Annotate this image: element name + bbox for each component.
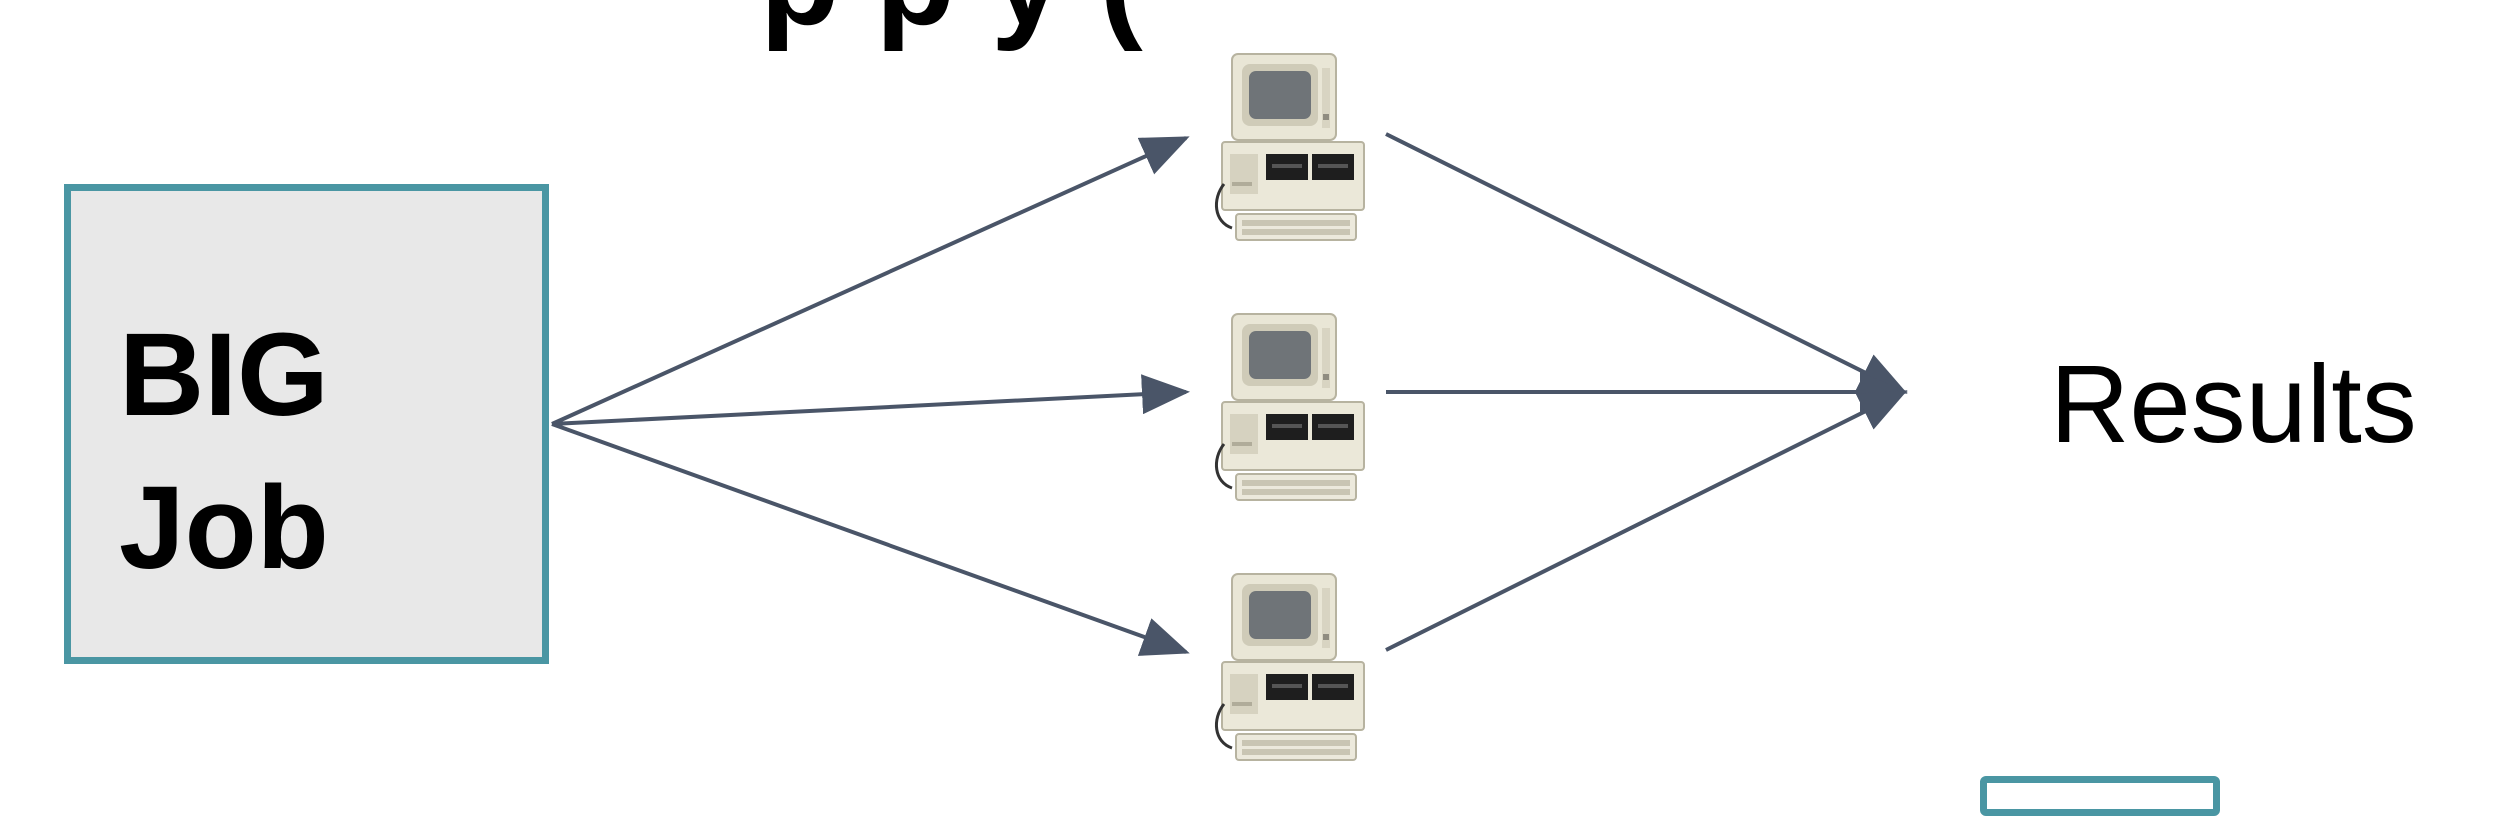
arrow-job-to-computer-1 xyxy=(551,136,1190,426)
results-label: Results xyxy=(2050,343,2417,466)
page-title: p p y ( xyxy=(760,0,1143,44)
worker-computer-3 xyxy=(1214,572,1366,762)
big-job-label-line-1: BIG xyxy=(119,309,329,441)
diagram-canvas xyxy=(551,52,1908,762)
arrow-computer-3-to-results xyxy=(1385,390,1908,652)
connectors xyxy=(551,132,1908,656)
arrow-job-to-computer-3 xyxy=(551,422,1190,656)
arrow-computer-1-to-results xyxy=(1385,132,1908,394)
big-job-label: BIG Job xyxy=(119,299,329,606)
worker-computer-2 xyxy=(1214,312,1366,502)
big-job-box: BIG Job xyxy=(64,184,549,664)
desktop-computer-icon xyxy=(1214,312,1366,502)
desktop-computer-icon xyxy=(1214,52,1366,242)
partial-box-bottom-right xyxy=(1980,776,2220,816)
worker-computer-1 xyxy=(1214,52,1366,242)
desktop-computer-icon xyxy=(1214,572,1366,762)
arrow-job-to-computer-2 xyxy=(551,374,1190,426)
big-job-label-line-2: Job xyxy=(119,462,329,595)
